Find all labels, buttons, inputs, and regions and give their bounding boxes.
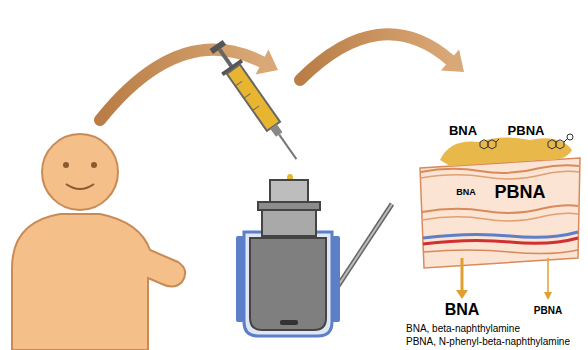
compound-label: PBNA <box>534 305 562 316</box>
compound-label: BNA <box>456 188 476 198</box>
skin-section <box>420 137 580 268</box>
compound-label: PBNA <box>494 183 545 203</box>
compound-label: BNA <box>449 124 477 138</box>
syringe <box>206 38 306 166</box>
abbreviation-note: PBNA, N-phenyl-beta-naphthylamine <box>406 336 570 347</box>
abbreviation-note: BNA, beta-naphthylamine <box>406 323 520 334</box>
process-arrow <box>300 34 464 80</box>
compound-label: BNA <box>445 301 480 319</box>
franz-cell <box>236 180 392 336</box>
compound-label: PBNA <box>508 124 545 138</box>
permeation-arrow <box>456 258 552 300</box>
person-figure <box>12 134 185 350</box>
